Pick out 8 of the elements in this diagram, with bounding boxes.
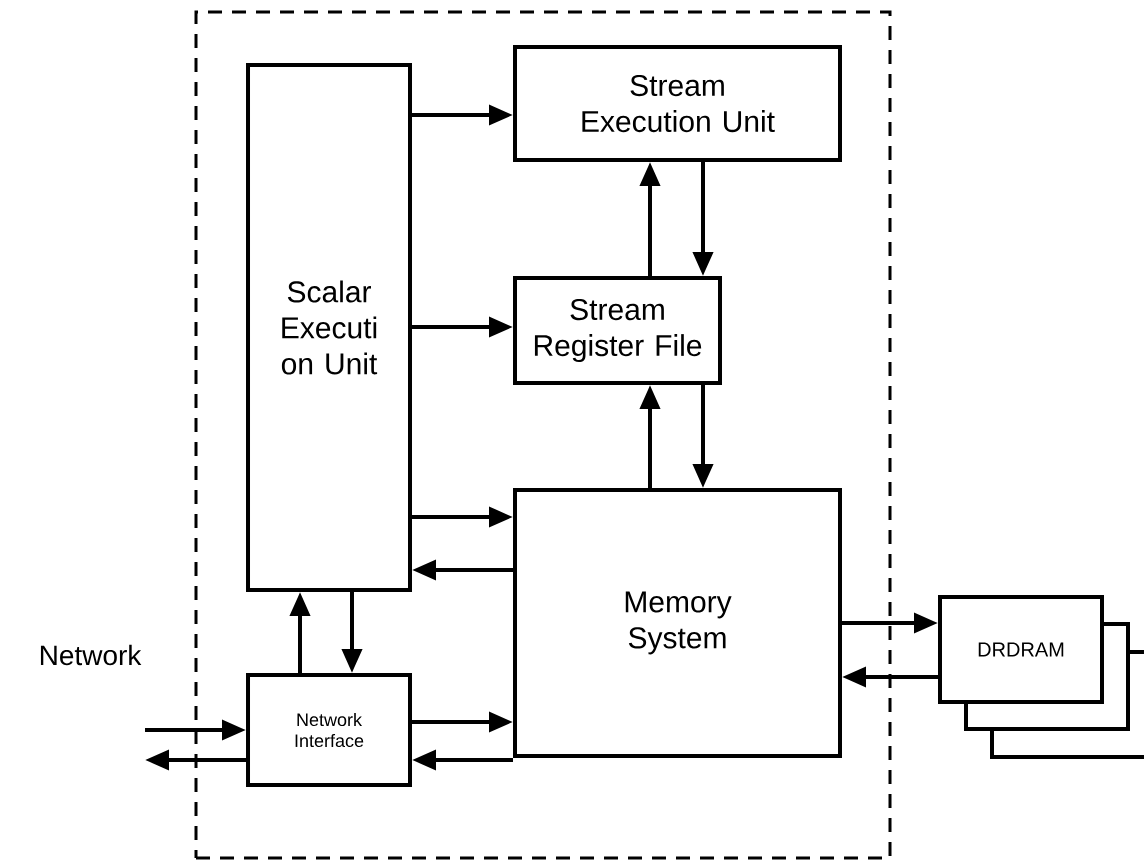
network-label: Network (40, 644, 142, 666)
process-box: Memory System (513, 488, 842, 758)
process-box: Stream Register File (513, 276, 722, 385)
process-box: Stream Execution Unit (513, 45, 842, 162)
process-box: Scalar Executi on Unit (246, 63, 412, 592)
memory-chip-box: DRDRAM (938, 595, 1104, 704)
process-box: Network Interface (246, 673, 412, 787)
dashed-boundary-box (194, 10, 892, 860)
